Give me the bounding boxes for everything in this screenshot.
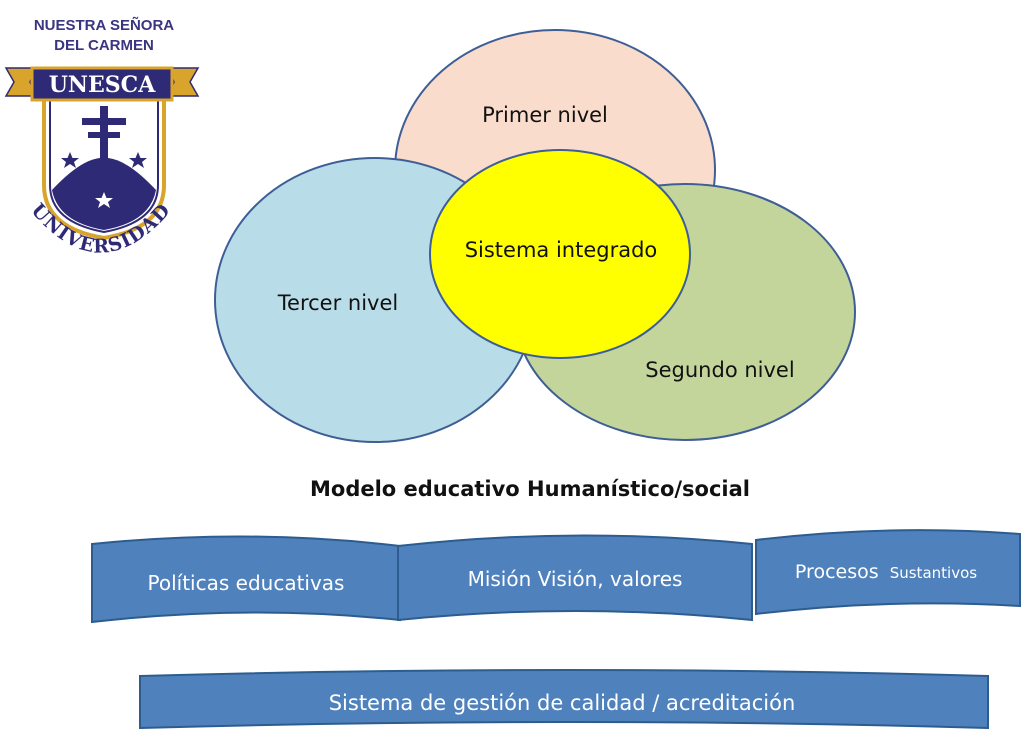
logo-title-line1: NUESTRA SEÑORA [34,16,174,34]
segundo-nivel-label: Segundo nivel [645,358,794,382]
quality-banner [139,669,989,730]
politicas-label: Políticas educativas [148,571,345,595]
procesos-label: Procesos Sustantivos [795,561,977,583]
cross-icon [82,106,126,166]
tercer-nivel-label: Tercer nivel [277,291,398,315]
mision-banner [397,534,753,622]
sistema-integrado-label: Sistema integrado [465,238,658,262]
star-icon [95,192,113,208]
procesos-banner [755,529,1021,616]
star-icon [129,152,147,168]
banner-row: Políticas educativas Misión Visión, valo… [91,529,1021,624]
sistema-integrado-circle [429,149,691,359]
venn-diagram: Primer nivel Sistema integrado Tercer ni… [214,29,856,501]
diagram-caption: Modelo educativo Humanístico/social [310,477,750,501]
university-logo: NUESTRA SEÑORA DEL CARMEN UNESCA UNIVERS… [4,16,200,258]
quality-banner-group: Sistema de gestión de calidad / acredita… [139,669,989,730]
mision-label: Misión Visión, valores [468,567,683,591]
logo-ribbon-text: UNESCA [49,72,156,98]
quality-label: Sistema de gestión de calidad / acredita… [329,691,796,715]
primer-nivel-label: Primer nivel [482,103,608,127]
logo-ribbon [30,66,174,102]
logo-title-line2: DEL CARMEN [54,37,154,54]
star-icon [61,152,79,168]
